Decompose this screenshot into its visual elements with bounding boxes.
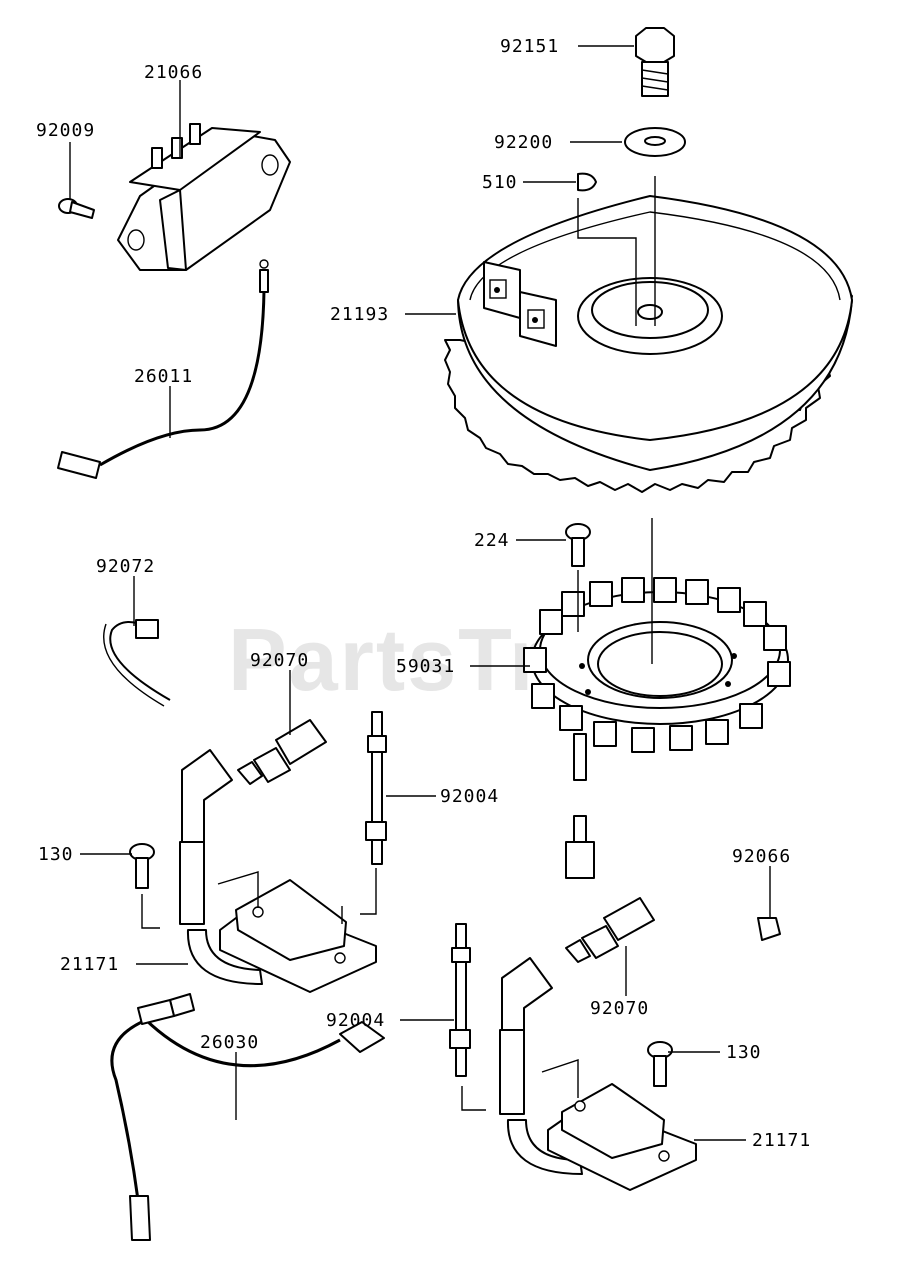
screw-224[interactable] [565, 523, 591, 567]
callout-130-upper[interactable]: 130 [38, 844, 74, 865]
leader-lines [69, 45, 771, 1141]
screw-92009[interactable] [58, 198, 95, 219]
callout-92004-upper[interactable]: 92004 [440, 786, 499, 807]
spark-plug-92070-lower[interactable] [565, 897, 655, 963]
callout-92009[interactable]: 92009 [36, 120, 95, 141]
lead-wire-26011[interactable] [57, 259, 269, 479]
callout-92070-lower[interactable]: 92070 [590, 998, 649, 1019]
callout-59031[interactable]: 59031 [396, 656, 455, 677]
callout-21066[interactable]: 21066 [144, 62, 203, 83]
callout-26030[interactable]: 26030 [200, 1032, 259, 1053]
washer-92200[interactable] [624, 127, 686, 157]
callout-92072[interactable]: 92072 [96, 556, 155, 577]
callout-21171-lower[interactable]: 21171 [752, 1130, 811, 1151]
regulator-21066[interactable] [117, 123, 291, 271]
bolt-92151[interactable] [635, 27, 675, 97]
callout-21171-upper[interactable]: 21171 [60, 954, 119, 975]
callout-92066[interactable]: 92066 [732, 846, 791, 867]
callout-130-lower[interactable]: 130 [726, 1042, 762, 1063]
stud-92004-upper[interactable] [365, 711, 387, 865]
ignition-coil-21171-lower[interactable] [499, 957, 697, 1191]
flywheel-21193[interactable] [444, 195, 853, 493]
callout-92151[interactable]: 92151 [500, 36, 559, 57]
callout-510[interactable]: 510 [482, 172, 518, 193]
callout-21193[interactable]: 21193 [330, 304, 389, 325]
callout-224[interactable]: 224 [474, 530, 510, 551]
spark-plug-92070-upper[interactable] [237, 719, 327, 785]
callout-92070-upper[interactable]: 92070 [250, 650, 309, 671]
stator-59031[interactable] [523, 577, 791, 879]
plug-92066[interactable] [757, 917, 781, 941]
stud-92004-lower[interactable] [449, 923, 471, 1077]
callout-92200[interactable]: 92200 [494, 132, 553, 153]
callout-92004-lower[interactable]: 92004 [326, 1010, 385, 1031]
band-92072[interactable] [103, 619, 171, 707]
bolt-130-lower[interactable] [647, 1041, 673, 1087]
lead-wire-26030[interactable] [110, 993, 385, 1241]
key-510[interactable] [577, 172, 597, 192]
ignition-coil-21171-upper[interactable] [179, 749, 377, 993]
bolt-130-upper[interactable] [129, 843, 155, 889]
callout-26011[interactable]: 26011 [134, 366, 193, 387]
